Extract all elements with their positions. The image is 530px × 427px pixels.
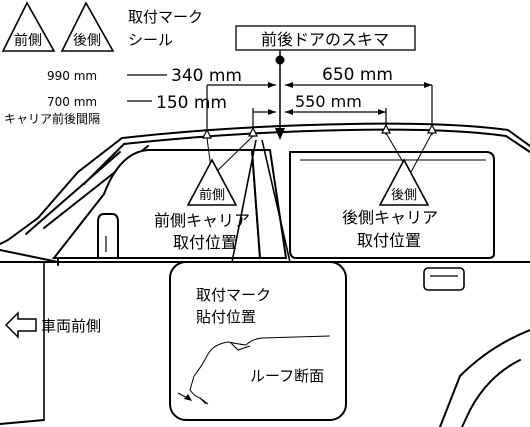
triangle-icon bbox=[378, 158, 430, 206]
mark-label-line1: 取付マーク bbox=[128, 8, 203, 26]
legend-front-text: 前側 bbox=[14, 32, 42, 49]
callout-right-edge bbox=[261, 139, 291, 263]
vehicle-front-label: 車両前側 bbox=[41, 317, 101, 335]
side-mirror bbox=[97, 213, 119, 259]
inset-label-line1: 取付マーク bbox=[196, 286, 271, 304]
rear-carrier-line2: 取付位置 bbox=[357, 231, 421, 250]
roof-section-label: ルーフ断面 bbox=[250, 367, 324, 385]
dimension-lines bbox=[206, 84, 433, 135]
carrier-spacing-label: キャリア前後間隔 bbox=[4, 111, 100, 126]
dim-340-label: 340 mm bbox=[171, 66, 242, 86]
roof-section-inset bbox=[169, 261, 347, 421]
callout-left-edge bbox=[231, 139, 257, 263]
rear-marker: 後側 bbox=[378, 158, 430, 206]
front-carrier-line1: 前側キャリア bbox=[154, 211, 250, 230]
dimension-arrowheads bbox=[268, 82, 432, 115]
door-gap-box bbox=[235, 25, 416, 51]
triangle-icon bbox=[60, 1, 115, 52]
dim-700-label: 700 mm bbox=[47, 95, 97, 109]
triangle-icon bbox=[186, 158, 238, 206]
front-marker: 前側 bbox=[186, 158, 238, 206]
section-arrowhead bbox=[184, 394, 192, 401]
triangle-icon bbox=[1, 1, 56, 52]
rear-carrier-line1: 後側キャリア bbox=[342, 208, 438, 227]
door-handle bbox=[423, 267, 465, 291]
legend-rear-text: 後側 bbox=[73, 33, 101, 49]
rear-marker-text: 後側 bbox=[391, 188, 417, 203]
dim-550-label: 550 mm bbox=[295, 92, 362, 111]
front-marker-text: 前側 bbox=[199, 187, 225, 203]
door-gap-arrowhead bbox=[275, 128, 285, 140]
front-carrier-line2: 取付位置 bbox=[173, 233, 237, 252]
door-gap-dot bbox=[275, 55, 285, 65]
roof-section-profile bbox=[189, 335, 331, 405]
mark-label-line2: シール bbox=[128, 31, 173, 49]
dim-150-label: 150 mm bbox=[156, 93, 227, 113]
dim-990-label: 990 mm bbox=[47, 69, 97, 83]
dim-650-label: 650 mm bbox=[322, 65, 393, 85]
inset-label-line2: 貼付位置 bbox=[196, 308, 256, 326]
legend-rear-mark: 後側 bbox=[60, 1, 115, 52]
legend-front-mark: 前側 bbox=[1, 1, 56, 52]
door-gap-label: 前後ドアのスキマ bbox=[261, 30, 389, 49]
arrow-left-icon bbox=[4, 311, 37, 339]
